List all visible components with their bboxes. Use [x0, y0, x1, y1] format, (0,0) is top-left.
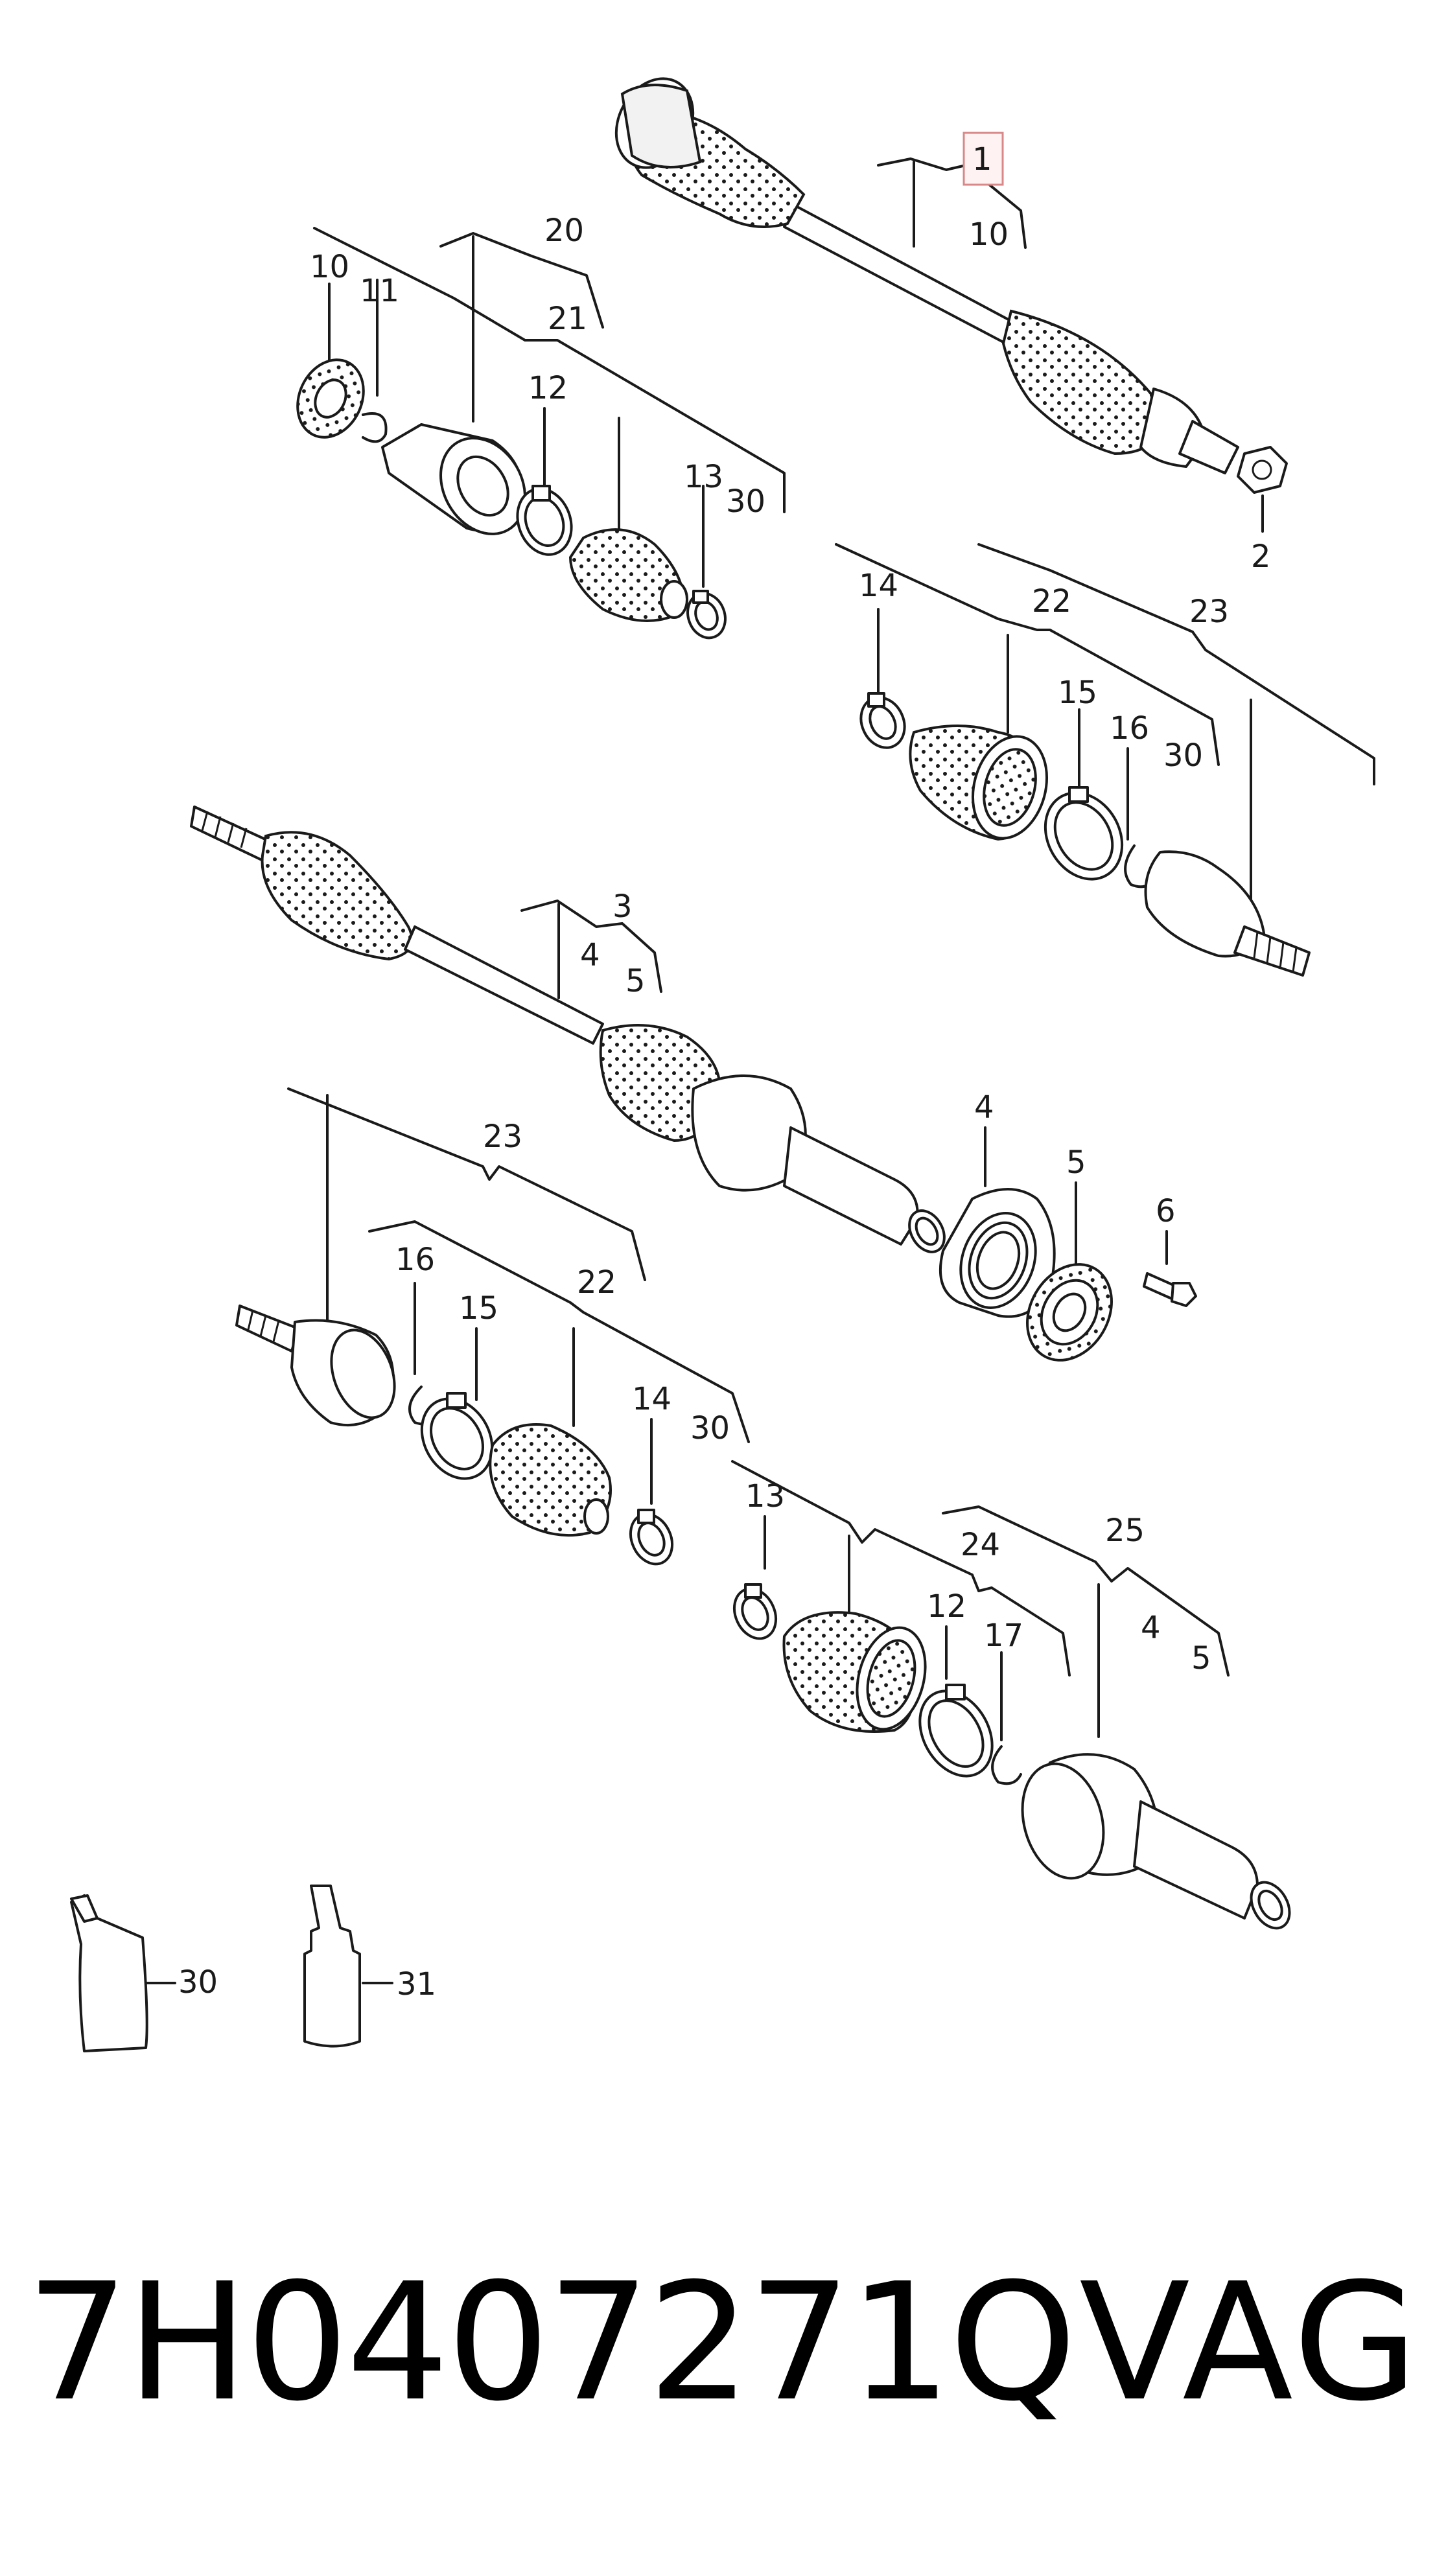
callout-3: 3	[612, 888, 633, 925]
callout-13-top: 13	[684, 459, 723, 495]
dust-shield-washer	[296, 358, 365, 439]
callout-22-top: 22	[1032, 583, 1071, 620]
callout-5-right: 5	[1066, 1144, 1086, 1181]
callout-16-top: 16	[1110, 710, 1149, 747]
bearing-bracket-group: 4 5 6	[939, 1089, 1197, 1362]
cv-joint-group-upper-left: 20 10 11 21 12 13 30	[296, 213, 786, 640]
inner-cv-joint-lower	[235, 1305, 396, 1427]
callout-4-middle: 4	[580, 937, 600, 973]
callout-17: 17	[984, 1618, 1023, 1654]
outer-boot-middle	[261, 831, 414, 961]
clamp-13-top	[686, 590, 727, 640]
callout-4-right: 4	[974, 1089, 994, 1126]
callout-10-top: 10	[969, 216, 1009, 253]
callout-10-left: 10	[310, 249, 349, 285]
callout-31: 31	[397, 1966, 436, 2002]
callout-15-top: 15	[1058, 675, 1097, 711]
clamp-ring-12-top	[516, 485, 573, 556]
hex-nut-icon	[1237, 446, 1288, 494]
clamp-14-lower	[629, 1509, 674, 1566]
outer-cv-joint-right	[1144, 850, 1311, 977]
cv-joint-group-lower-right: 13 24 25 12 17 4 5	[731, 1460, 1291, 1930]
clamp-14-right	[859, 692, 906, 749]
callout-30-c: 30	[690, 1410, 730, 1446]
callout-4-lower: 4	[1141, 1610, 1161, 1646]
callout-15-lower: 15	[459, 1290, 498, 1327]
boot-upper-left	[568, 528, 688, 622]
callout-22-lower: 22	[577, 1264, 616, 1301]
bolt-6-icon	[1143, 1272, 1197, 1307]
callout-30-b: 30	[1163, 737, 1203, 774]
callout-5-middle: 5	[625, 963, 646, 999]
grease-tube-icon: 30	[70, 1894, 218, 2052]
callout-bracket-1: 1 10	[877, 132, 1027, 253]
brand-label: VAG	[1079, 2248, 1421, 2437]
callout-14-lower: 14	[632, 1381, 671, 1417]
clamp-ring-12-lower	[918, 1684, 994, 1778]
boot-lower-left	[489, 1423, 612, 1537]
inner-cv-joint	[381, 423, 526, 535]
callout-bracket-3: 3 4 5	[520, 888, 662, 999]
callout-5-lower: 5	[1191, 1640, 1211, 1677]
outer-boot-upper	[1001, 309, 1169, 456]
callout-23-top: 23	[1189, 594, 1229, 630]
bearing-5	[1026, 1263, 1113, 1362]
clamp-ring-15-top	[1044, 786, 1124, 881]
callout-13-lower: 13	[745, 1478, 785, 1514]
cv-joint-group-upper-right: 14 22 23 15 16 30	[835, 543, 1375, 977]
boot-lower-right	[782, 1611, 927, 1733]
callout-20: 20	[544, 213, 584, 249]
callout-21: 21	[548, 301, 587, 337]
callout-2: 2	[1251, 539, 1271, 575]
callout-12-lower: 12	[927, 1588, 966, 1625]
boot-upper-right	[909, 725, 1049, 841]
callout-6: 6	[1156, 1193, 1176, 1229]
callout-11-left: 11	[360, 273, 399, 309]
clamp-ring-15-lower	[420, 1392, 494, 1480]
callout-16-lower: 16	[395, 1242, 435, 1278]
outer-cv-joint-lower	[1021, 1753, 1291, 1930]
callout-23-lower: 23	[483, 1119, 522, 1155]
callout-14-right: 14	[859, 568, 898, 604]
drive-shaft-middle	[190, 806, 946, 1253]
drive-shaft-upper	[614, 77, 1288, 494]
cv-joint-group-lower-left: 23 16 15 22 14 30	[235, 1087, 750, 1566]
callout-25: 25	[1105, 1513, 1145, 1549]
callout-30-a: 30	[726, 483, 765, 520]
highlight-box-1	[962, 132, 1004, 186]
callout-1: 1	[972, 141, 992, 178]
clamp-13-lower	[732, 1583, 778, 1640]
part-number-title: 7H0407271Q	[26, 2248, 1077, 2437]
callout-24: 24	[961, 1527, 1000, 1563]
callout-12-top: 12	[528, 370, 568, 406]
grease-bottle-icon: 31	[303, 1885, 436, 2048]
callout-30-tube: 30	[178, 1964, 218, 2001]
